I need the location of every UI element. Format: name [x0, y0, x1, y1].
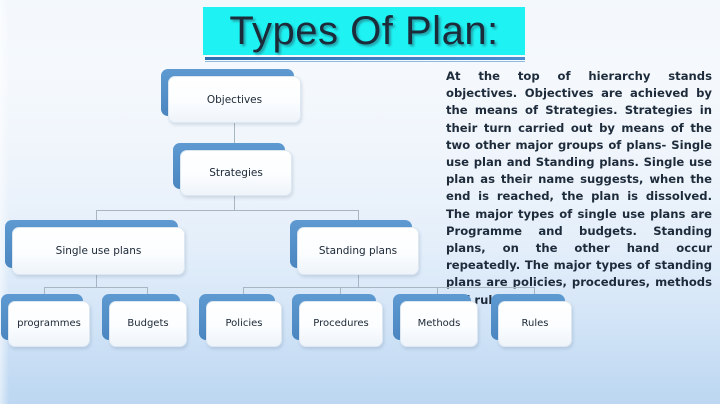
- node-label: Methods: [417, 318, 461, 329]
- node-face: Single use plans: [12, 227, 185, 275]
- slide-title: Types Of Plan:: [203, 7, 525, 55]
- node-face: Objectives: [168, 76, 301, 123]
- node-backing-shape: [199, 294, 275, 340]
- node-face: programmes: [8, 301, 90, 347]
- node-backing-shape: [5, 220, 178, 268]
- connector-standing-stub: [358, 275, 359, 287]
- node-backing-shape: [102, 294, 180, 340]
- node-single-use-plans[interactable]: Single use plans: [5, 220, 185, 275]
- node-programmes[interactable]: programmes: [1, 294, 90, 347]
- node-face: Standing plans: [297, 227, 419, 275]
- title-underline-secondary: [205, 61, 525, 62]
- description-paragraph: At the top of hierarchy stands objective…: [446, 69, 712, 307]
- title-highlight: [203, 7, 525, 55]
- node-backing-shape: [1, 294, 83, 340]
- node-budgets[interactable]: Budgets: [102, 294, 187, 347]
- title-text: Types Of Plan:: [229, 9, 499, 53]
- connector-bus-to-single-use: [96, 210, 97, 227]
- node-label: Procedures: [313, 318, 369, 329]
- node-policies[interactable]: Policies: [199, 294, 282, 347]
- node-backing-shape: [292, 294, 376, 340]
- node-label: Standing plans: [318, 245, 398, 257]
- connector-single-use-stub: [96, 275, 97, 287]
- connector-bus-to-standing: [358, 210, 359, 227]
- connector-strategies-stub: [234, 196, 235, 210]
- node-face: Procedures: [299, 301, 383, 347]
- node-label: Budgets: [127, 318, 169, 329]
- node-strategies[interactable]: Strategies: [173, 143, 292, 196]
- connector-single-use-bus: [44, 287, 148, 288]
- node-label: programmes: [17, 318, 81, 329]
- node-face: Policies: [206, 301, 282, 347]
- node-face: Strategies: [180, 150, 292, 196]
- node-face: Budgets: [109, 301, 187, 347]
- node-procedures[interactable]: Procedures: [292, 294, 383, 347]
- connector-to-methods: [437, 287, 438, 301]
- connector-to-procedures: [340, 287, 341, 301]
- node-label: Policies: [225, 318, 263, 329]
- node-backing-shape: [173, 143, 285, 189]
- node-label: Single use plans: [55, 245, 142, 257]
- node-backing-shape: [290, 220, 412, 268]
- node-standing-plans[interactable]: Standing plans: [290, 220, 419, 275]
- node-label: Objectives: [206, 93, 263, 106]
- node-objectives[interactable]: Objectives: [161, 69, 301, 123]
- node-label: Rules: [521, 318, 549, 329]
- node-backing-shape: [161, 69, 294, 116]
- connector-objectives-strategies: [234, 123, 235, 150]
- connector-to-policies: [243, 287, 244, 301]
- title-underline: [205, 57, 525, 60]
- node-label: Strategies: [209, 167, 263, 179]
- connector-level3-bus: [96, 210, 359, 211]
- connector-to-budgets: [147, 287, 148, 301]
- connector-to-programmes: [44, 287, 45, 301]
